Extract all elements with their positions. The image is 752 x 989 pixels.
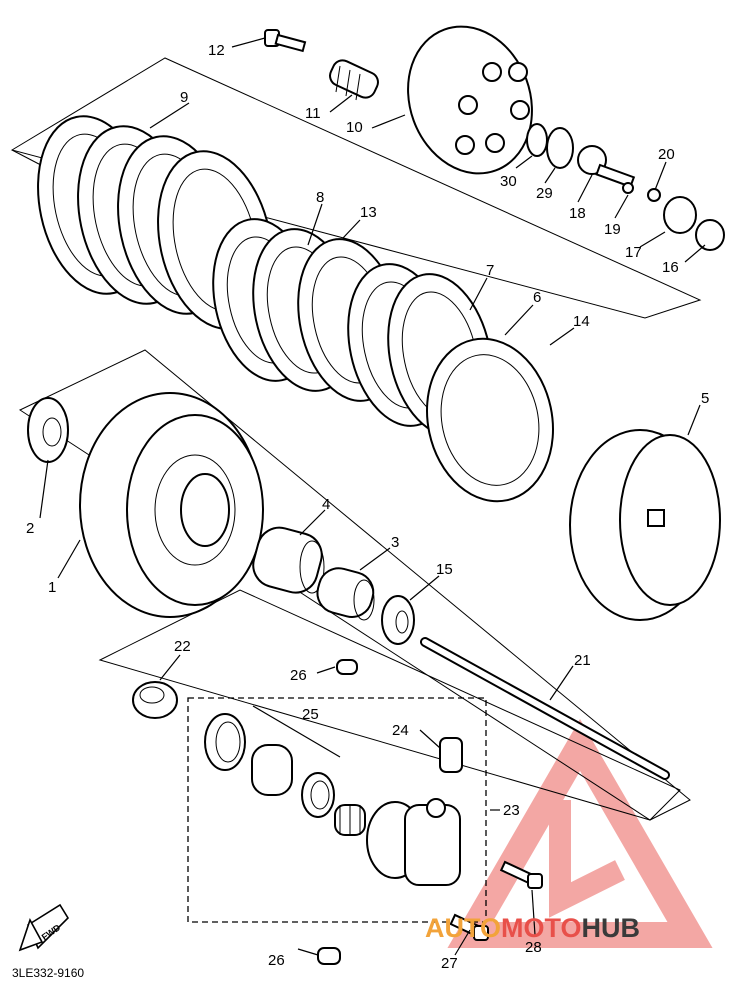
callout-16: 16 — [662, 259, 679, 276]
thrust-washer — [27, 397, 69, 463]
push-rod — [420, 637, 670, 780]
bolt-28 — [499, 860, 543, 889]
callout-30: 30 — [500, 173, 517, 190]
callout-4: 4 — [322, 496, 330, 513]
watermark-text-hub: HUB — [582, 913, 641, 943]
callout-28: 28 — [525, 939, 542, 956]
callout-15: 15 — [436, 561, 453, 578]
spacer — [316, 567, 375, 621]
callout-29: 29 — [536, 185, 553, 202]
bleeder-screw — [439, 737, 463, 773]
lower-assembly-frame — [98, 589, 681, 821]
dowel-pin-top — [336, 659, 358, 675]
release-cylinder-group-box — [187, 697, 487, 923]
callout-2: 2 — [26, 520, 34, 537]
callout-1: 1 — [48, 579, 56, 596]
callout-26-bottom: 26 — [268, 952, 285, 969]
callout-labels: 1 2 3 4 5 6 7 8 9 10 11 12 13 14 15 16 1… — [26, 42, 709, 972]
upper-assembly-frame — [10, 57, 702, 319]
watermark-logo: AUTOMOTOHUB — [425, 913, 640, 943]
callout-6: 6 — [533, 289, 541, 306]
release-cylinder-body — [366, 798, 461, 886]
diagram-code: 3LE332-9160 — [12, 966, 84, 980]
clutch-plate-stack — [37, 115, 554, 503]
clutch-boss — [569, 429, 721, 621]
callout-8: 8 — [316, 189, 324, 206]
callout-23: 23 — [503, 802, 520, 819]
leader-lines — [39, 37, 706, 956]
callout-26-top: 26 — [290, 667, 307, 684]
release-spring — [334, 804, 366, 836]
washer-15 — [381, 595, 415, 645]
pressure-plate — [407, 25, 533, 175]
callout-21: 21 — [574, 652, 591, 669]
clutch-spring — [329, 59, 379, 101]
callout-25: 25 — [302, 706, 319, 723]
callout-17: 17 — [625, 244, 642, 261]
callout-9: 9 — [180, 89, 188, 106]
piston-kit — [204, 713, 335, 818]
primary-driven-gear — [79, 392, 264, 618]
push-rod-parts — [526, 123, 725, 251]
callout-10: 10 — [346, 119, 363, 136]
callout-19: 19 — [604, 221, 621, 238]
bolt — [264, 29, 307, 53]
callout-12: 12 — [208, 42, 225, 59]
callout-18: 18 — [569, 205, 586, 222]
bolt-27 — [449, 913, 489, 941]
watermark-text-auto: AUTO — [425, 913, 501, 943]
watermark-logo-mark — [447, 719, 713, 948]
callout-11: 11 — [305, 105, 321, 122]
callout-20: 20 — [658, 146, 675, 163]
svg-text:AUTOMOTOHUB: AUTOMOTOHUB — [425, 913, 640, 943]
callout-5: 5 — [701, 390, 709, 407]
gear-assembly-frame — [18, 349, 691, 821]
callout-27: 27 — [441, 955, 458, 972]
callout-13: 13 — [360, 204, 377, 221]
callout-7: 7 — [486, 262, 494, 279]
dowel-pin-bottom — [317, 947, 341, 965]
callout-24: 24 — [392, 722, 409, 739]
callout-22: 22 — [174, 638, 191, 655]
oil-seal — [132, 681, 178, 719]
callout-14: 14 — [573, 313, 590, 330]
fwd-arrow: FWD — [18, 903, 70, 952]
callout-3: 3 — [391, 534, 399, 551]
watermark-text-moto: MOTO — [501, 913, 582, 943]
needle-bearing — [252, 526, 325, 594]
